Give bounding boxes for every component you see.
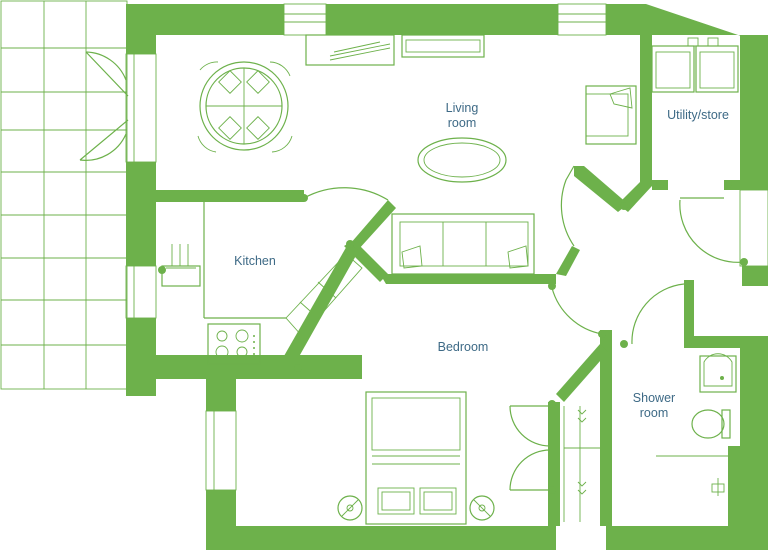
shower-room-label-line1: Shower — [633, 391, 675, 405]
double-bed — [365, 391, 467, 525]
toilet — [691, 409, 731, 439]
hob — [207, 323, 261, 365]
door-swings — [79, 51, 748, 494]
wardrobe — [563, 406, 600, 522]
basin — [699, 353, 737, 393]
living-room-label-line2: room — [448, 116, 476, 130]
utility-appliances — [651, 37, 739, 93]
kitchen-label: Kitchen — [234, 254, 276, 268]
bedside-lamp-right — [469, 495, 495, 521]
utility-store-label: Utility/store — [667, 108, 729, 122]
exterior-walls — [126, 4, 768, 550]
shower-room-label-line2: room — [640, 406, 668, 420]
kitchen-sink — [161, 244, 201, 287]
bedside-lamp-left — [337, 495, 363, 521]
dining-table — [197, 61, 293, 153]
shower-tray — [656, 455, 728, 496]
desk — [305, 34, 395, 66]
patio-grid — [0, 0, 128, 390]
armchair — [585, 85, 637, 145]
windows — [125, 3, 768, 491]
sofa — [391, 213, 535, 275]
coffee-table — [417, 137, 507, 183]
tv-unit — [401, 34, 485, 58]
kitchen-counter — [203, 202, 363, 337]
room-labels: Living room Utility/store Kitchen Bedroo… — [234, 101, 729, 420]
living-room-label-line1: Living — [446, 101, 479, 115]
bedroom-label: Bedroom — [438, 340, 489, 354]
